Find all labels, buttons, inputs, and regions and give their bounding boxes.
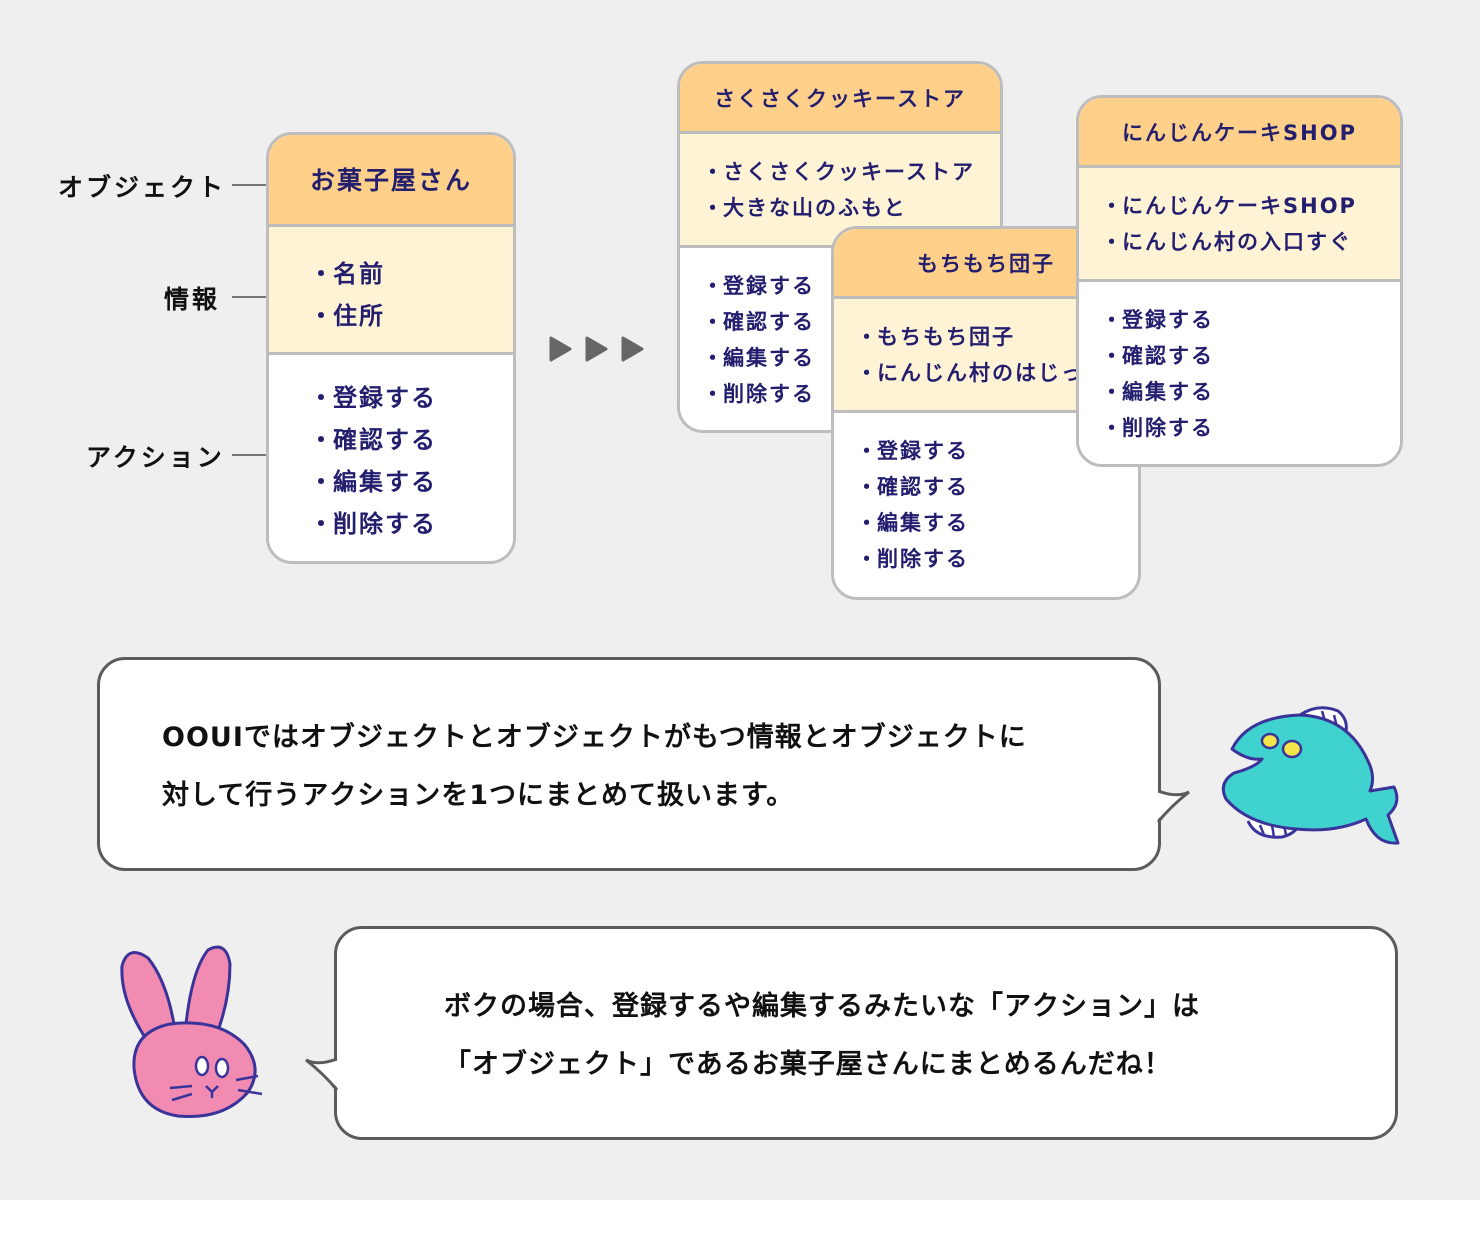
info-item: にんじん村のはじっこ <box>856 355 1138 391</box>
info-item: さくさくクッキーストア <box>702 154 1000 190</box>
action-item: 確認する <box>1101 338 1400 374</box>
action-item: 削除する <box>856 541 1138 577</box>
speech-bubble-fish <box>97 657 1161 871</box>
card-info-section: にんじんケーキSHOP にんじん村の入口すぐ <box>1079 168 1400 282</box>
bubble-rabbit-line-1: ボクの場合、登録するや編集するみたいな「アクション」は <box>444 991 1200 1022</box>
info-item: 住所 <box>309 295 513 337</box>
card-title: にんじんケーキSHOP <box>1079 98 1400 168</box>
label-action: アクション <box>86 443 225 472</box>
play-triangle-icon <box>621 336 644 362</box>
card-info-section: 名前 住所 <box>269 227 513 355</box>
action-item: 確認する <box>309 419 513 461</box>
arrows-icon <box>549 336 644 362</box>
leader-action <box>232 454 266 456</box>
object-card-main: お菓子屋さん 名前 住所 登録する 確認する 編集する 削除する <box>266 132 516 564</box>
action-item: 登録する <box>702 268 1000 304</box>
leader-info <box>232 296 266 298</box>
info-item: もちもち団子 <box>856 319 1138 355</box>
card-title: さくさくクッキーストア <box>680 64 1000 134</box>
leader-object <box>232 184 266 186</box>
card-title: お菓子屋さん <box>269 135 513 227</box>
bubble-fish-line-1: OOUIではオブジェクトとオブジェクトがもつ情報とオブジェクトに <box>162 722 1027 753</box>
action-item: 削除する <box>309 503 513 545</box>
fish-character <box>1221 706 1400 845</box>
action-item: 確認する <box>856 469 1138 505</box>
info-item: にんじんケーキSHOP <box>1101 188 1400 224</box>
action-item: 削除する <box>1101 410 1400 446</box>
bubble-rabbit-line-2: 「オブジェクト」であるお菓子屋さんにまとめるんだね！ <box>444 1049 1172 1080</box>
action-item: 編集する <box>856 505 1138 541</box>
label-info: 情報 <box>164 285 221 314</box>
card-action-section: 登録する 確認する 編集する 削除する <box>269 355 513 545</box>
label-object: オブジェクト <box>58 173 227 202</box>
info-item: にんじん村の入口すぐ <box>1101 224 1400 260</box>
action-item: 編集する <box>702 340 1000 376</box>
bubble-tail-right <box>1155 789 1190 823</box>
rabbit-character <box>120 945 263 1118</box>
speech-bubble-rabbit <box>334 926 1398 1140</box>
object-card-carrot: にんじんケーキSHOP にんじんケーキSHOP にんじん村の入口すぐ 登録する … <box>1076 95 1403 467</box>
action-item: 削除する <box>702 376 1000 412</box>
info-item: 大きな山のふもと <box>702 190 1000 226</box>
play-triangle-icon <box>585 336 608 362</box>
action-item: 確認する <box>702 304 1000 340</box>
action-item: 登録する <box>309 377 513 419</box>
action-item: 登録する <box>1101 302 1400 338</box>
action-item: 登録する <box>856 433 1138 469</box>
action-item: 編集する <box>1101 374 1400 410</box>
play-triangle-icon <box>549 336 572 362</box>
diagram-canvas: オブジェクト 情報 アクション お菓子屋さん 名前 住所 登録する 確認する 編… <box>0 0 1480 1200</box>
info-item: 名前 <box>309 253 513 295</box>
action-item: 編集する <box>309 461 513 503</box>
bubble-fish-line-2: 対して行うアクションを1つにまとめて扱います。 <box>162 780 795 811</box>
bubble-tail-left <box>305 1057 340 1091</box>
card-action-section: 登録する 確認する 編集する 削除する <box>1079 282 1400 446</box>
